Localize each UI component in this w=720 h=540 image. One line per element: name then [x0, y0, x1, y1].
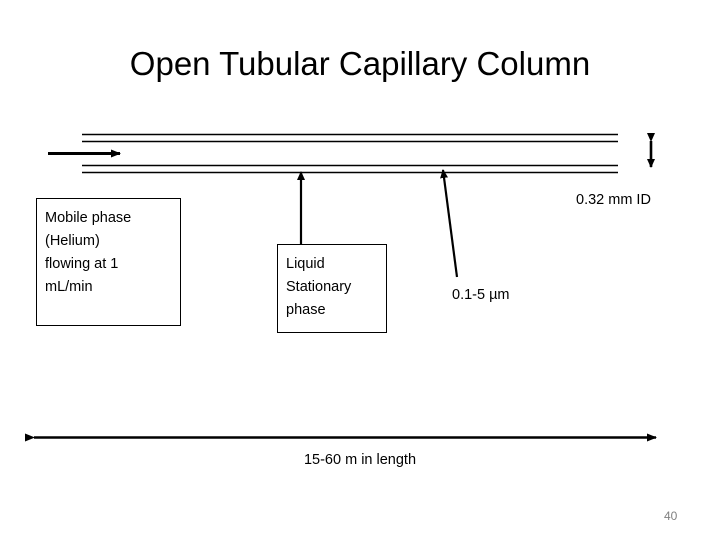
page-title: Open Tubular Capillary Column	[129, 45, 591, 82]
mobile-phase-line-1: Mobile phase	[45, 210, 132, 226]
mobile-phase-line-3: flowing at 1	[45, 256, 119, 272]
stationary-phase-line-1: Liquid	[286, 256, 325, 272]
film-thickness-label: 0.1-5 µm	[452, 287, 510, 303]
stationary-phase-line-2: Stationary	[286, 279, 352, 295]
capillary-tube	[82, 133, 618, 174]
stationary-phase-line-3: phase	[286, 302, 326, 318]
inner-diameter-label: 0.32 mm ID	[576, 192, 651, 208]
film-thickness-pointer	[440, 169, 459, 278]
mobile-phase-callout: Mobile phase (Helium) flowing at 1 mL/mi…	[36, 198, 181, 326]
page-number: 40	[664, 509, 678, 523]
mobile-phase-line-2: (Helium)	[45, 233, 100, 249]
mobile-phase-line-4: mL/min	[45, 279, 93, 295]
column-length-label: 15-60 m in length	[303, 452, 417, 468]
stationary-phase-callout: Liquid Stationary phase	[277, 244, 387, 333]
